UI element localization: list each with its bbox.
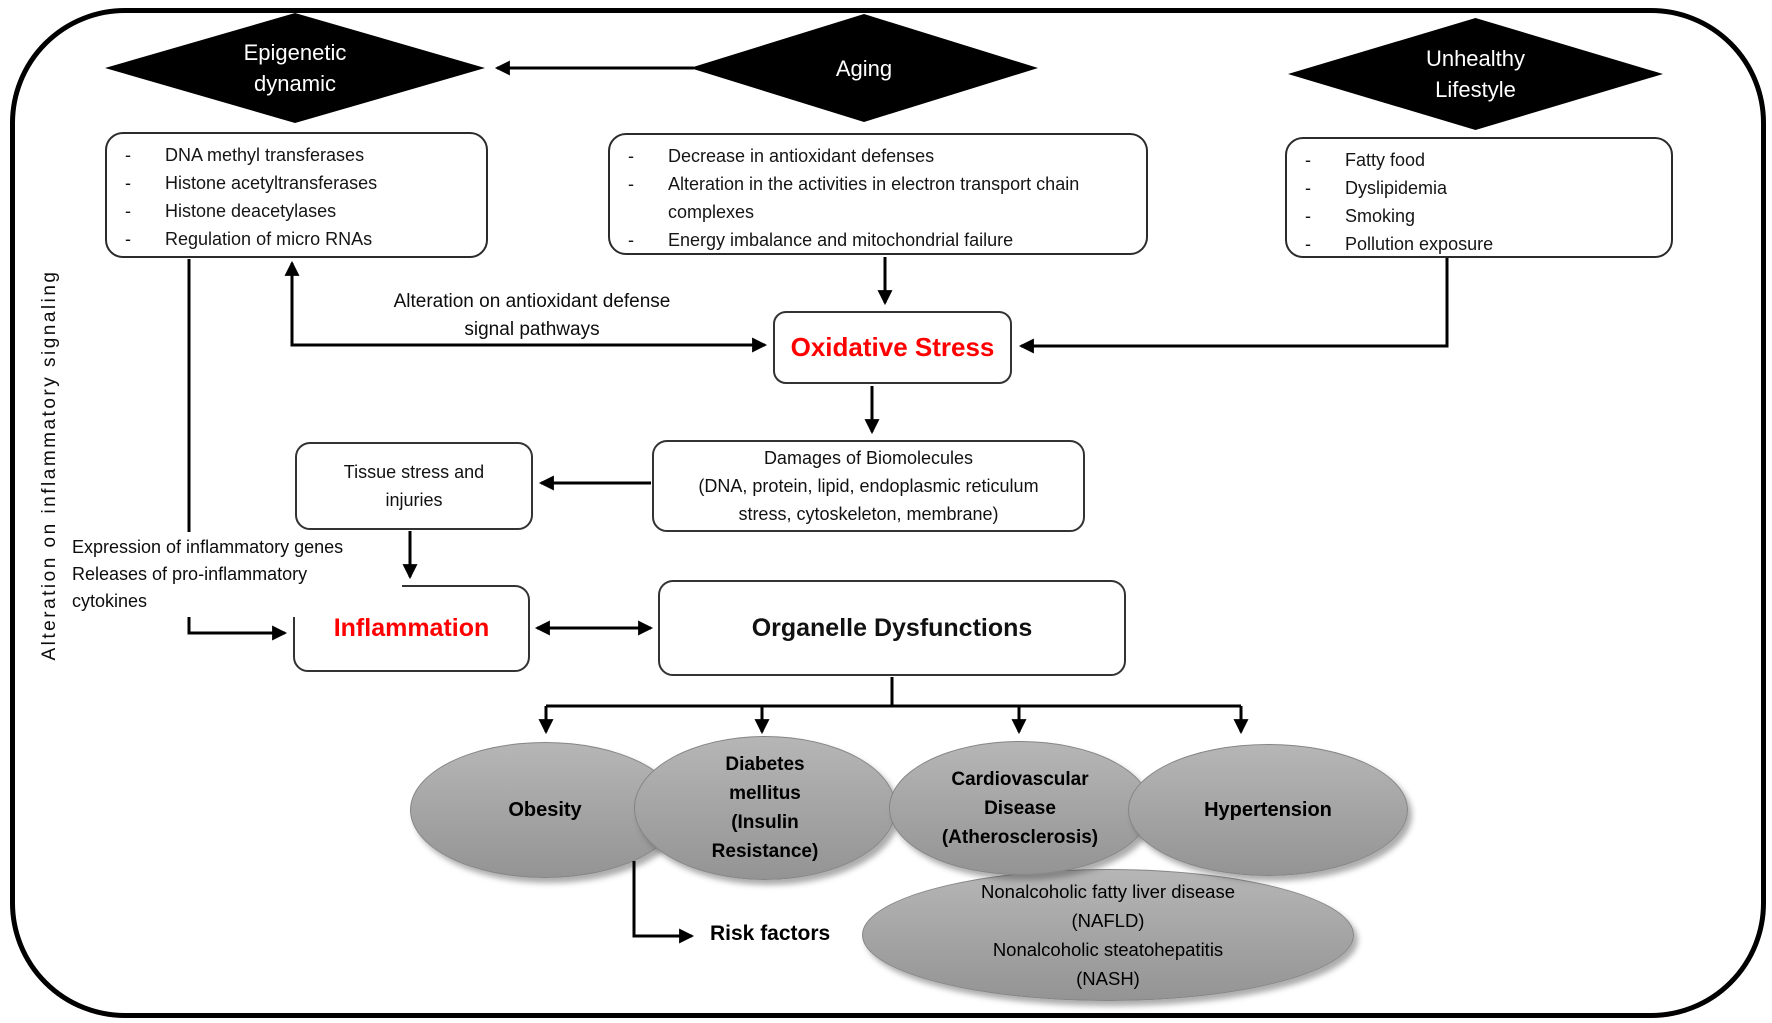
- node-organelle-dysfunctions: Organelle Dysfunctions: [658, 580, 1126, 676]
- list-item: - Regulation of micro RNAs: [125, 225, 476, 253]
- hypertension-label: Hypertension: [1204, 798, 1332, 821]
- list-item-label: Decrease in antioxidant defenses: [668, 146, 935, 166]
- node-oxidative-stress: Oxidative Stress: [773, 311, 1012, 384]
- list-item-label: Alteration in the activities in electron…: [668, 174, 1080, 222]
- bullet-dash: -: [1305, 150, 1311, 170]
- list-item: - Alteration in the activities in electro…: [628, 170, 1136, 226]
- arrow-unhealthy-list-to-oxidative-stress: [1018, 258, 1449, 354]
- list-item-label: Pollution exposure: [1345, 234, 1494, 254]
- list-item-label: Histone acetyltransferases: [165, 173, 378, 193]
- list-item-label: Histone deacetylases: [165, 201, 337, 221]
- list-unhealthy-lifestyle-factors: - Fatty food - Dyslipidemia - Smoking - Poll…: [1285, 137, 1673, 258]
- ellipse-cardiovascular-disease: Cardiovascular Disease (Atherosclerosis): [889, 741, 1151, 875]
- note-inflammatory-genes: Expression of inflammatory genes Release…: [64, 532, 402, 617]
- diabetes-label: Diabetes mellitus (Insulin Resistance): [711, 754, 819, 862]
- bullet-dash: -: [125, 229, 131, 249]
- list-aging-factors: - Decrease in antioxidant defenses - Alter…: [608, 133, 1148, 255]
- list-item: - Histone deacetylases: [125, 197, 476, 225]
- bullet-dash: -: [125, 173, 131, 193]
- ellipse-diabetes-mellitus: Diabetes mellitus (Insulin Resistance): [634, 736, 896, 880]
- arrow-to-risk-factors: [632, 861, 695, 944]
- list-item-label: Regulation of micro RNAs: [165, 229, 373, 249]
- note-antioxidant-defense-pathways: Alteration on antioxidant defense signal…: [393, 291, 671, 340]
- bullet-dash: -: [628, 174, 634, 194]
- list-epigenetic-mechanisms: - DNA methyl transferases - Histone acetyl…: [105, 132, 488, 258]
- bullet-dash: -: [628, 230, 634, 250]
- nafld-nash-label: Nonalcoholic fatty liver disease (NAFLD)…: [981, 881, 1235, 989]
- list-item: - Fatty food: [1305, 146, 1661, 174]
- list-item-label: Dyslipidemia: [1345, 178, 1448, 198]
- line-organelle-distribution: [546, 677, 1241, 708]
- bullet-dash: -: [628, 146, 634, 166]
- bullet-dash: -: [125, 201, 131, 221]
- cardiovascular-label: Cardiovascular Disease (Atherosclerosis): [941, 768, 1099, 848]
- list-item: - Decrease in antioxidant defenses: [628, 142, 1136, 170]
- bullet-dash: -: [1305, 206, 1311, 226]
- list-item: - Dyslipidemia: [1305, 174, 1661, 202]
- list-item: - Smoking: [1305, 202, 1661, 230]
- arrow-oxidative-stress-epigenetic-feedback: [284, 260, 768, 353]
- figure-border: [10, 8, 1766, 1018]
- risk-factors-label: Risk factors: [710, 922, 831, 945]
- list-item: - DNA methyl transferases: [125, 141, 476, 169]
- obesity-label: Obesity: [508, 798, 582, 821]
- ellipse-hypertension: Hypertension: [1128, 744, 1408, 876]
- list-item-label: Fatty food: [1345, 150, 1426, 170]
- bullet-dash: -: [1305, 178, 1311, 198]
- node-damages-of-biomolecules: Damages of Biomolecules (DNA, protein, l…: [652, 440, 1085, 532]
- list-item-label: Energy imbalance and mitochondrial failu…: [668, 230, 1014, 250]
- list-item: - Energy imbalance and mitochondrial fail…: [628, 226, 1136, 254]
- list-item: - Histone acetyltransferases: [125, 169, 476, 197]
- list-item: - Pollution exposure: [1305, 230, 1661, 258]
- arrow-inflammatory-genes-to-inflammation: [187, 259, 288, 641]
- ellipse-nafld-nash: Nonalcoholic fatty liver disease (NAFLD)…: [862, 869, 1354, 1001]
- bullet-dash: -: [125, 145, 131, 165]
- list-item-label: DNA methyl transferases: [165, 145, 365, 165]
- node-tissue-stress-injuries: Tissue stress and injuries: [295, 442, 533, 530]
- list-item-label: Smoking: [1345, 206, 1416, 226]
- bullet-dash: -: [1305, 234, 1311, 254]
